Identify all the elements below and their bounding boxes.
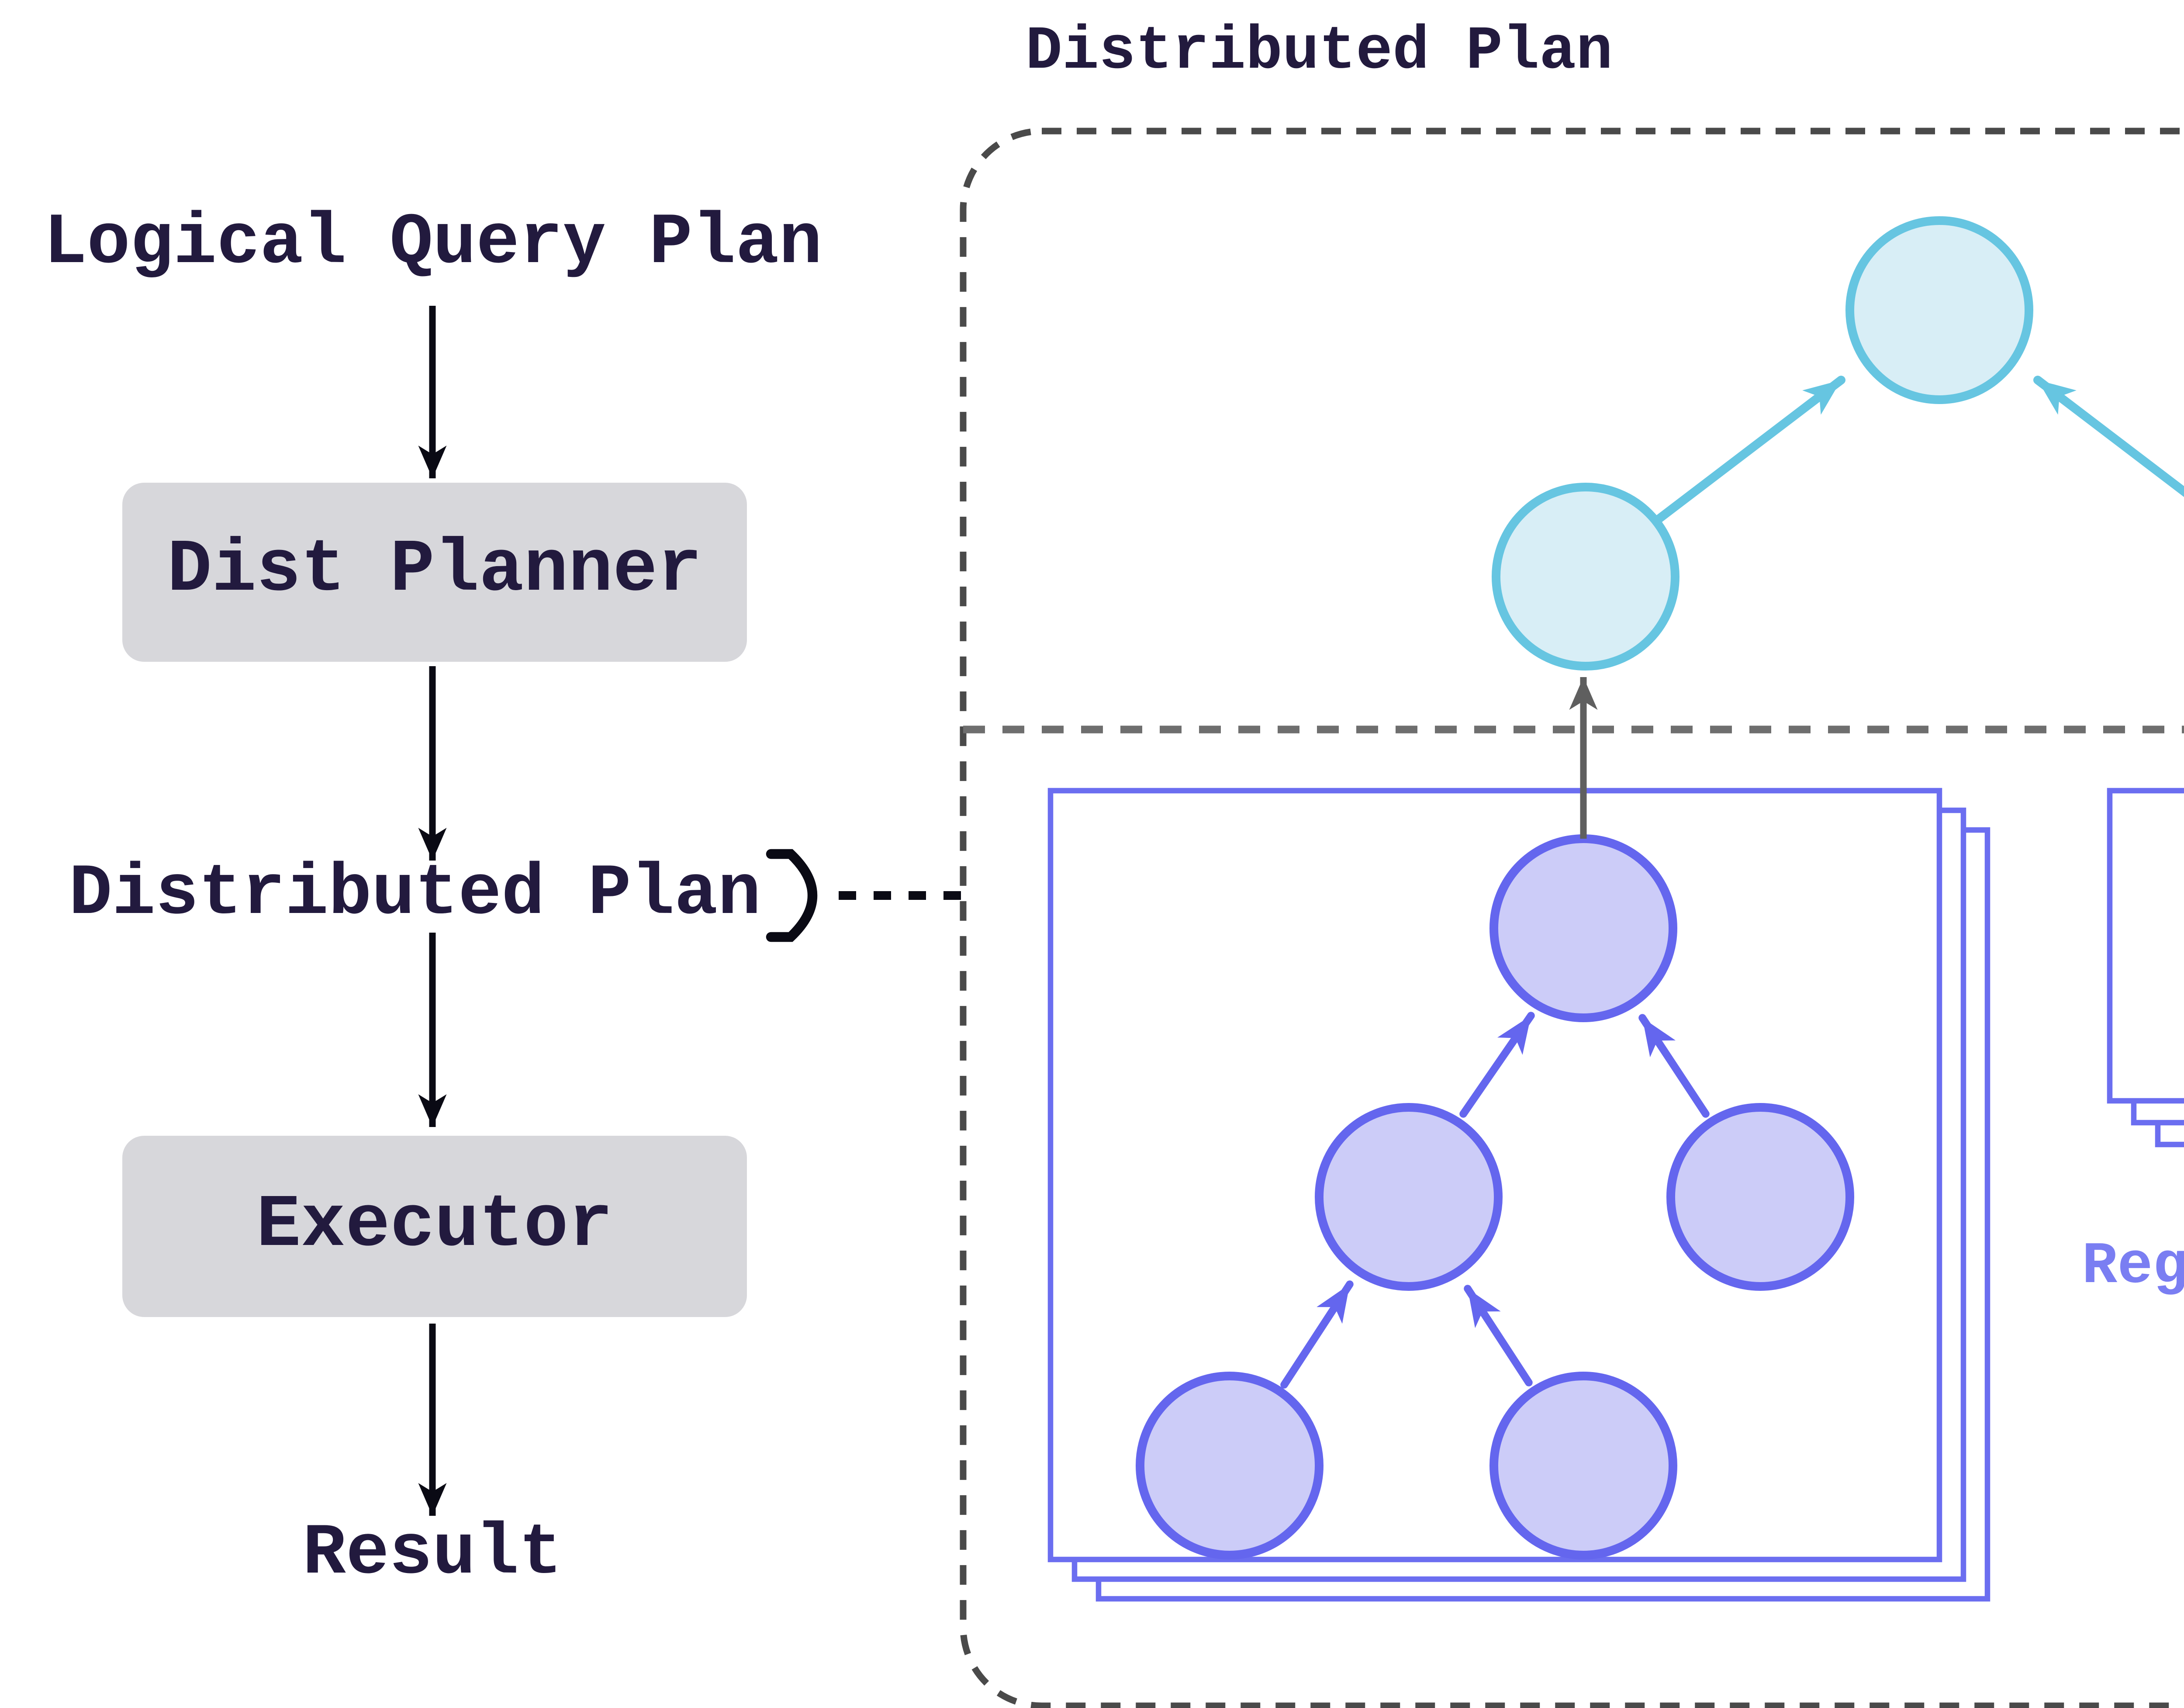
- closing-bracket: [766, 849, 818, 942]
- frontend-edge-right: [2033, 376, 2184, 497]
- regions-label: Regions: [2082, 1236, 2184, 1302]
- logical-query-plan-label: Logical Query Plan: [44, 203, 822, 284]
- distributed-plan-label: Distributed Plan: [69, 854, 761, 935]
- executor-box: Executor: [122, 1136, 747, 1317]
- frontend-left-node: [1492, 483, 1679, 671]
- dist-planner-box: Dist Planner: [122, 483, 747, 662]
- tree-edge-br-to-ml: [1464, 1285, 1533, 1386]
- tree-edge-bl-to-ml: [1280, 1280, 1354, 1389]
- right-region-sheet-1: [2107, 788, 2184, 1104]
- tree-edge-ml-to-top: [1459, 1012, 1535, 1118]
- dist-planner-label: Dist Planner: [167, 531, 702, 614]
- distributed-plan-container: [960, 128, 2184, 1708]
- datanode-tree-mid-right-node: [1666, 1103, 1854, 1291]
- frontend-edge-left: [1653, 376, 1845, 524]
- diagram-title: Distributed Plan: [1025, 20, 1613, 87]
- executor-label: Executor: [256, 1185, 613, 1268]
- result-label: Result: [302, 1514, 563, 1594]
- tree-edge-mr-to-top: [1638, 1014, 1710, 1118]
- datanode-tree-bottom-right-node: [1489, 1372, 1677, 1559]
- datanode-tree-top-node: [1489, 834, 1677, 1022]
- frontend-root-node: [1845, 216, 2033, 404]
- datanode-tree-bottom-left-node: [1136, 1372, 1324, 1559]
- datanode-tree-mid-left-node: [1315, 1103, 1503, 1291]
